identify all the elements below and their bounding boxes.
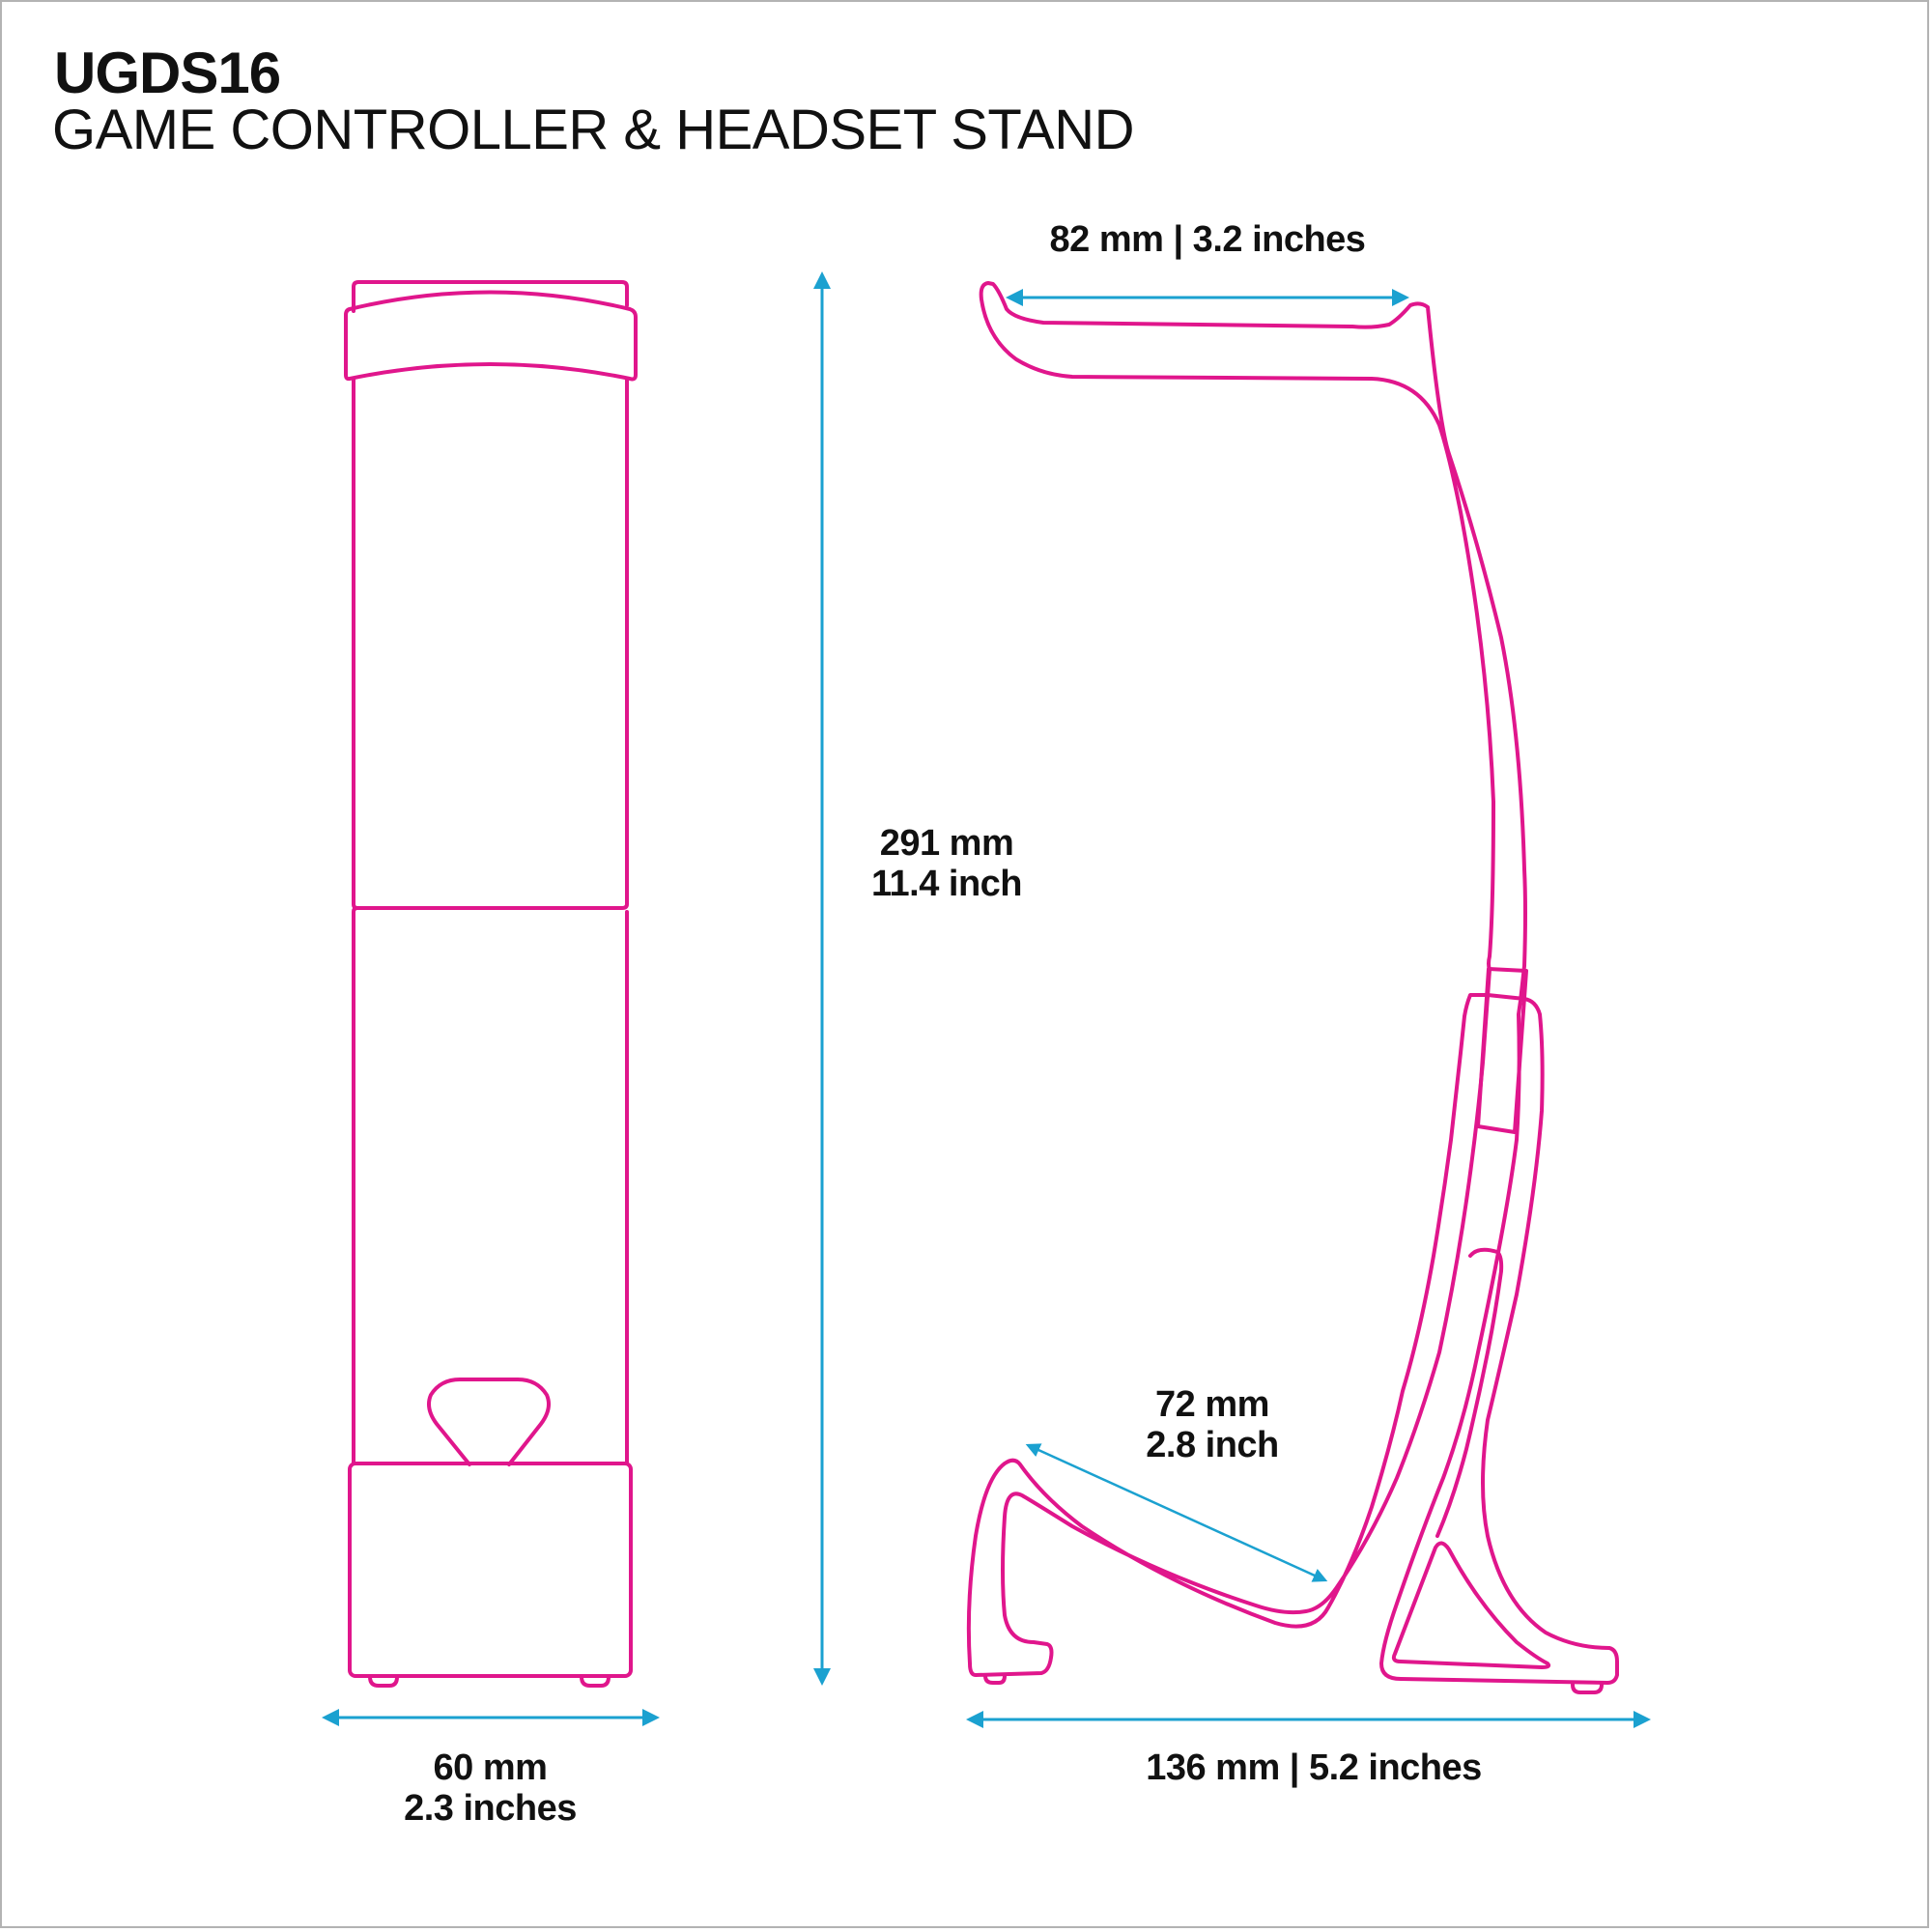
front-base-block: [348, 1462, 633, 1678]
cradle-dimension-label: 72 mm 2.8 inch: [1092, 1384, 1333, 1466]
front-view: [344, 280, 638, 1688]
side-view-details: [983, 967, 1604, 1694]
front-foot-right: [580, 1675, 611, 1688]
side-clip-notch-visible: [1476, 967, 1528, 1134]
front-width-mm: 60 mm: [433, 1747, 548, 1788]
side-foot-front: [983, 1674, 1007, 1685]
height-dimension-mm: 291 mm: [879, 823, 1014, 864]
front-width-inch: 2.3 inches: [404, 1787, 577, 1829]
cradle-dimension-inch: 2.8 inch: [1146, 1424, 1279, 1465]
front-top-band: [344, 290, 638, 382]
front-lower-column: [352, 906, 629, 1465]
height-dimension-inch: 11.4 inch: [870, 863, 1023, 904]
side-vertical-slot: [1435, 1247, 1504, 1538]
front-foot-left: [368, 1675, 399, 1688]
base-width-dimension-label: 136 mm | 5.2 inches: [1146, 1747, 1482, 1788]
side-triangle: [1391, 1541, 1551, 1669]
height-dimension-label: 291 mm 11.4 inch: [850, 823, 1043, 905]
product-name: GAME CONTROLLER & HEADSET STAND: [52, 99, 1135, 161]
cradle-dimension-mm: 72 mm: [1155, 1384, 1269, 1425]
front-top-cap: [352, 280, 629, 313]
side-outline: [966, 281, 1619, 1685]
top-arm-dimension-label: 82 mm | 3.2 inches: [1049, 219, 1366, 260]
cradle-arrow: [1025, 1443, 1328, 1582]
front-upper-column: [352, 378, 629, 910]
side-view: [966, 281, 1619, 1685]
front-hook-tab: [427, 1378, 551, 1466]
side-foot-rear: [1571, 1683, 1604, 1694]
model-number: UGDS16: [54, 41, 281, 105]
front-width-dimension-label: 60 mm 2.3 inches: [357, 1747, 623, 1830]
